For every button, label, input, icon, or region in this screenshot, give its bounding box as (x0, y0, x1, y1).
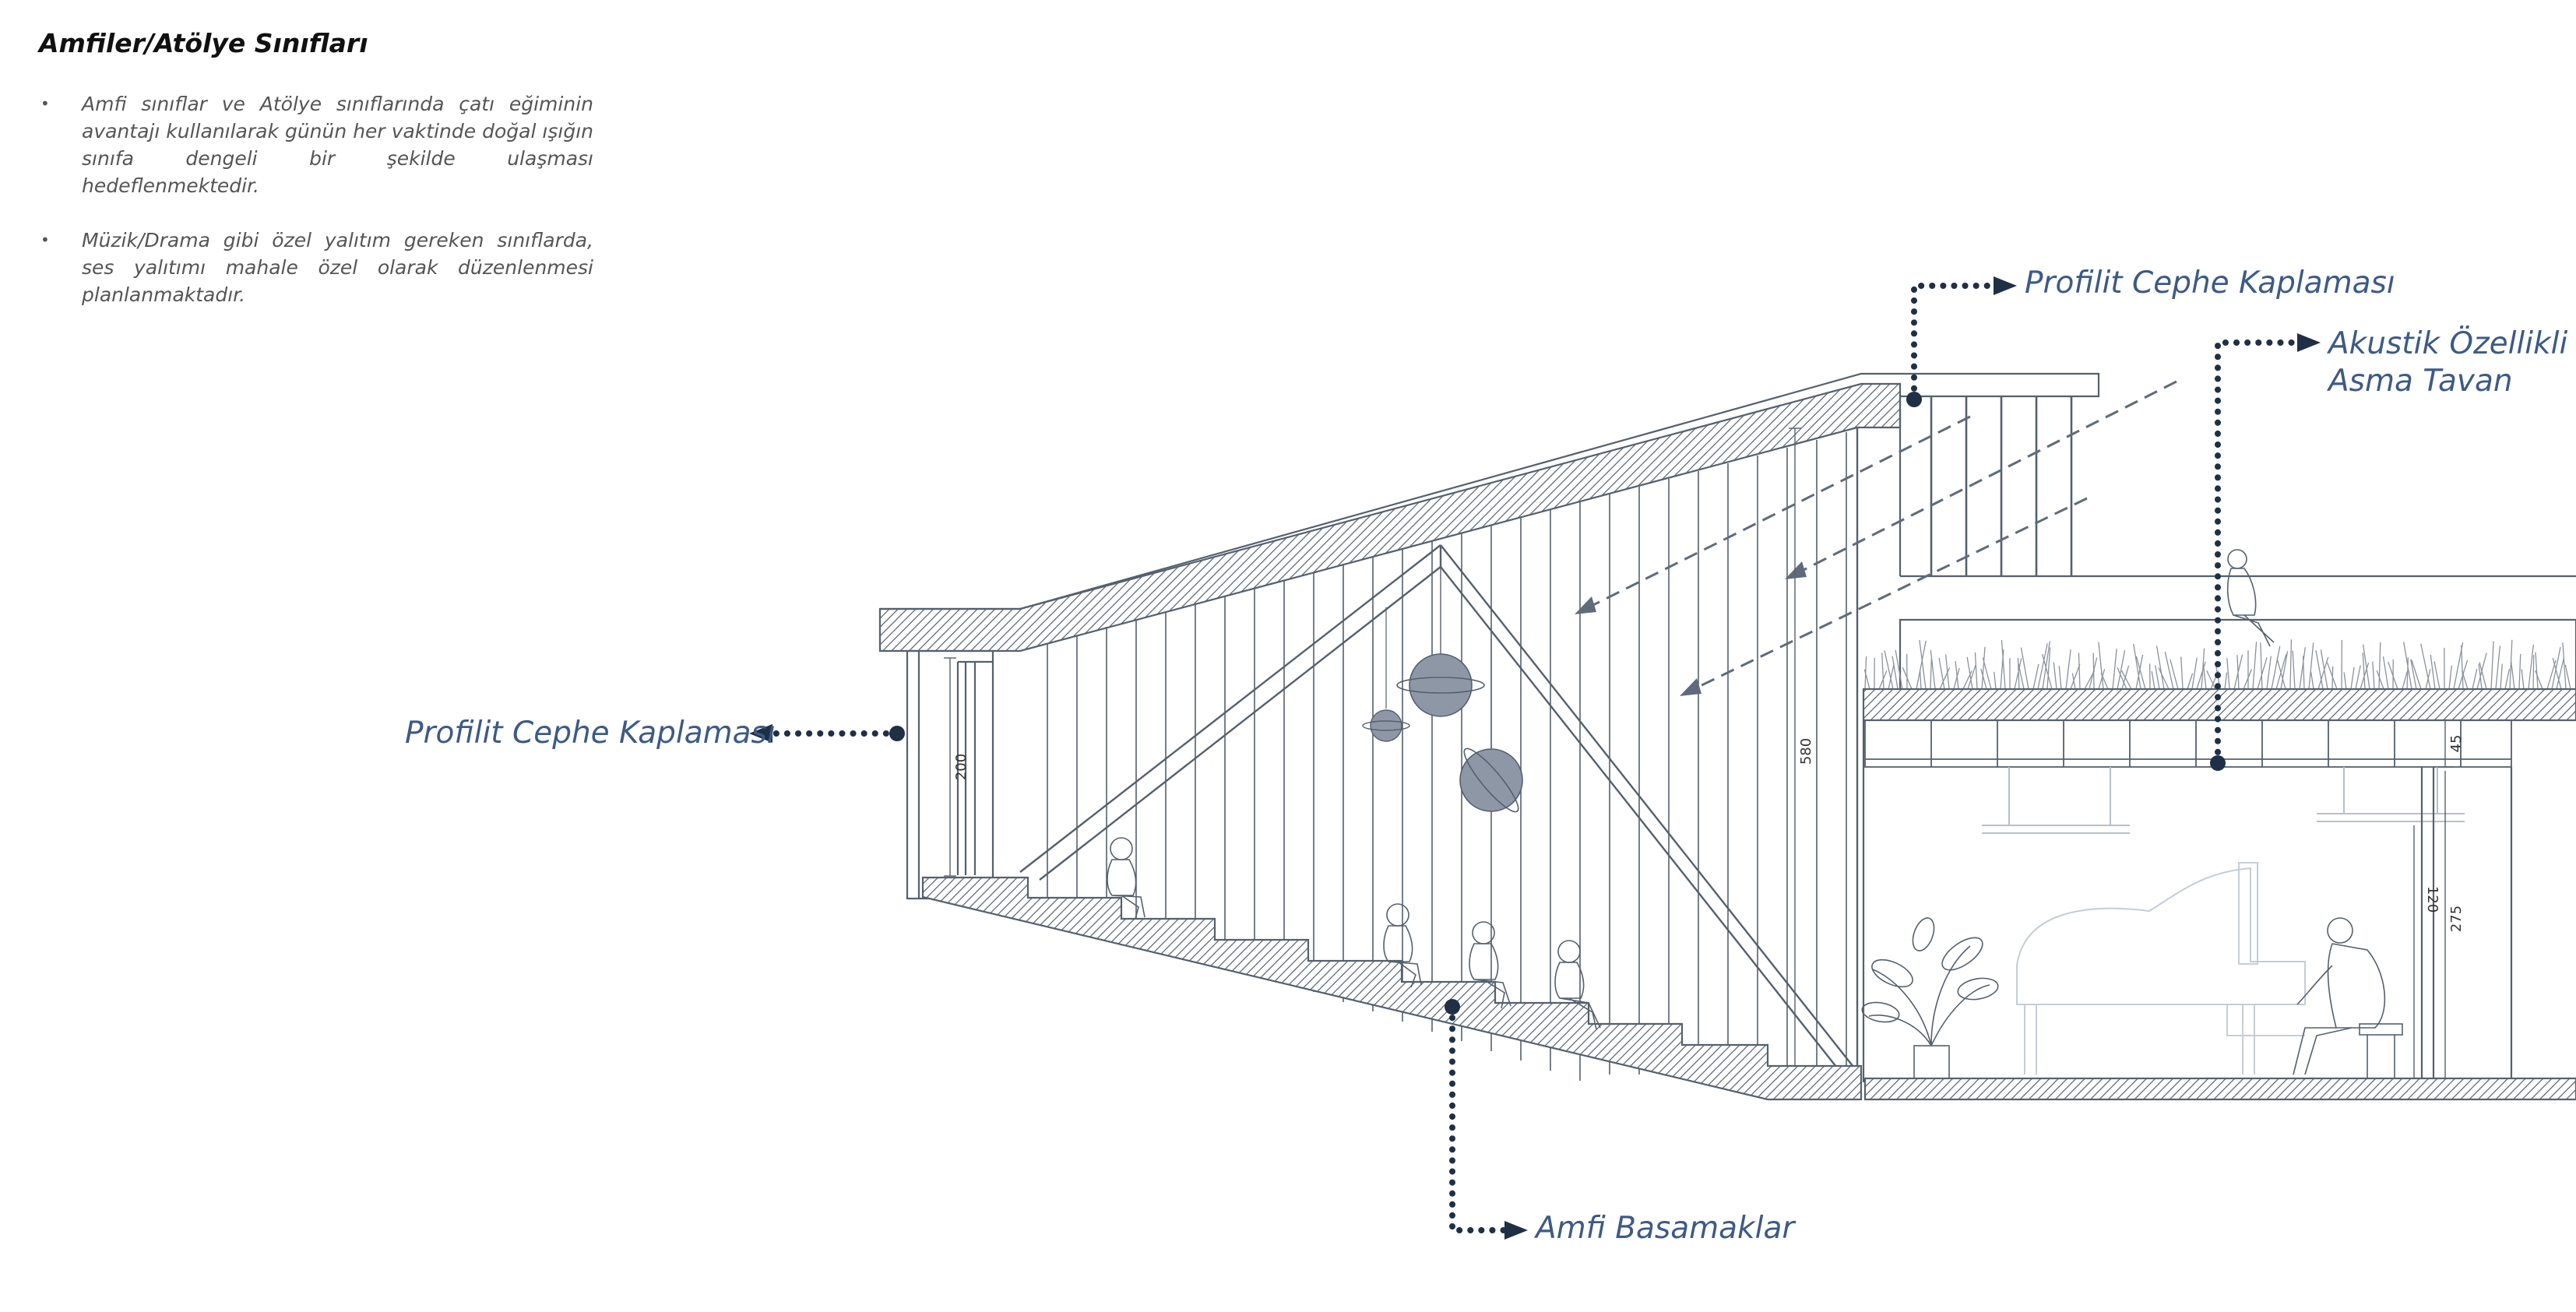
building-section (878, 372, 2576, 1101)
piano (2016, 862, 2306, 1075)
callout-acoustic-ceiling: Akustik Özellikli Asma Tavan (2328, 325, 2567, 400)
child-figure (1554, 940, 1601, 1030)
green-roof (1863, 639, 2571, 690)
callout-endpoints (749, 276, 2321, 1240)
terrace-person (2226, 549, 2275, 647)
terrace-slab (1862, 688, 2576, 722)
dimension-labels: 200 580 45 275 120 (953, 735, 2465, 933)
child-figure (1107, 837, 1145, 920)
callout-text: Profilit Cephe Kaplaması (405, 716, 776, 751)
roof-slab (878, 382, 1902, 652)
child-figure (1383, 903, 1422, 988)
callout-leaders (768, 283, 2304, 1233)
dimension-left-height: 200 (953, 754, 970, 780)
callout-text: Profilit Cephe Kaplaması (2025, 266, 2395, 301)
description-item: Amfi sınıflar ve Atölye sınıflarında çat… (39, 90, 593, 199)
callout-facade-top: Profilit Cephe Kaplaması (2025, 265, 2395, 302)
page-title: Amfiler/Atölye Sınıfları (39, 28, 368, 58)
roof-parapet (880, 372, 2100, 610)
callout-text: Asma Tavan (2328, 364, 2513, 399)
skylight-fins (1930, 396, 2073, 576)
acoustic-ceiling (1864, 719, 2512, 768)
hanging-planets (1362, 567, 1523, 813)
plant (1861, 917, 1999, 1079)
daylight-arrows (1575, 380, 2177, 696)
description-list: Amfi sınıflar ve Atölye sınıflarında çat… (39, 90, 593, 336)
callout-amphi-steps: Amfi Basamaklar (1536, 1210, 1794, 1247)
description-item: Müzik/Drama gibi özel yalıtım gereken sı… (39, 227, 593, 308)
pianist-figure (2293, 917, 2403, 1078)
truss (1019, 427, 1859, 1082)
callout-facade-left: Profilit Cephe Kaplaması (405, 715, 776, 752)
dimension-room-height: 275 (2448, 906, 2465, 932)
callout-text: Amfi Basamaklar (1536, 1211, 1795, 1246)
amphi-steps (921, 876, 1863, 1101)
dimension-lines (944, 427, 2453, 1078)
dimension-ceiling-gap: 45 (2448, 735, 2465, 753)
dimension-main-height: 580 (1798, 738, 1814, 765)
room-floor (1863, 1077, 2576, 1101)
dimension-lamp-height: 120 (2424, 886, 2441, 913)
child-figure (1469, 921, 1511, 1009)
light-fixtures (1982, 767, 2465, 834)
callout-text: Akustik Özellikli (2328, 326, 2568, 361)
